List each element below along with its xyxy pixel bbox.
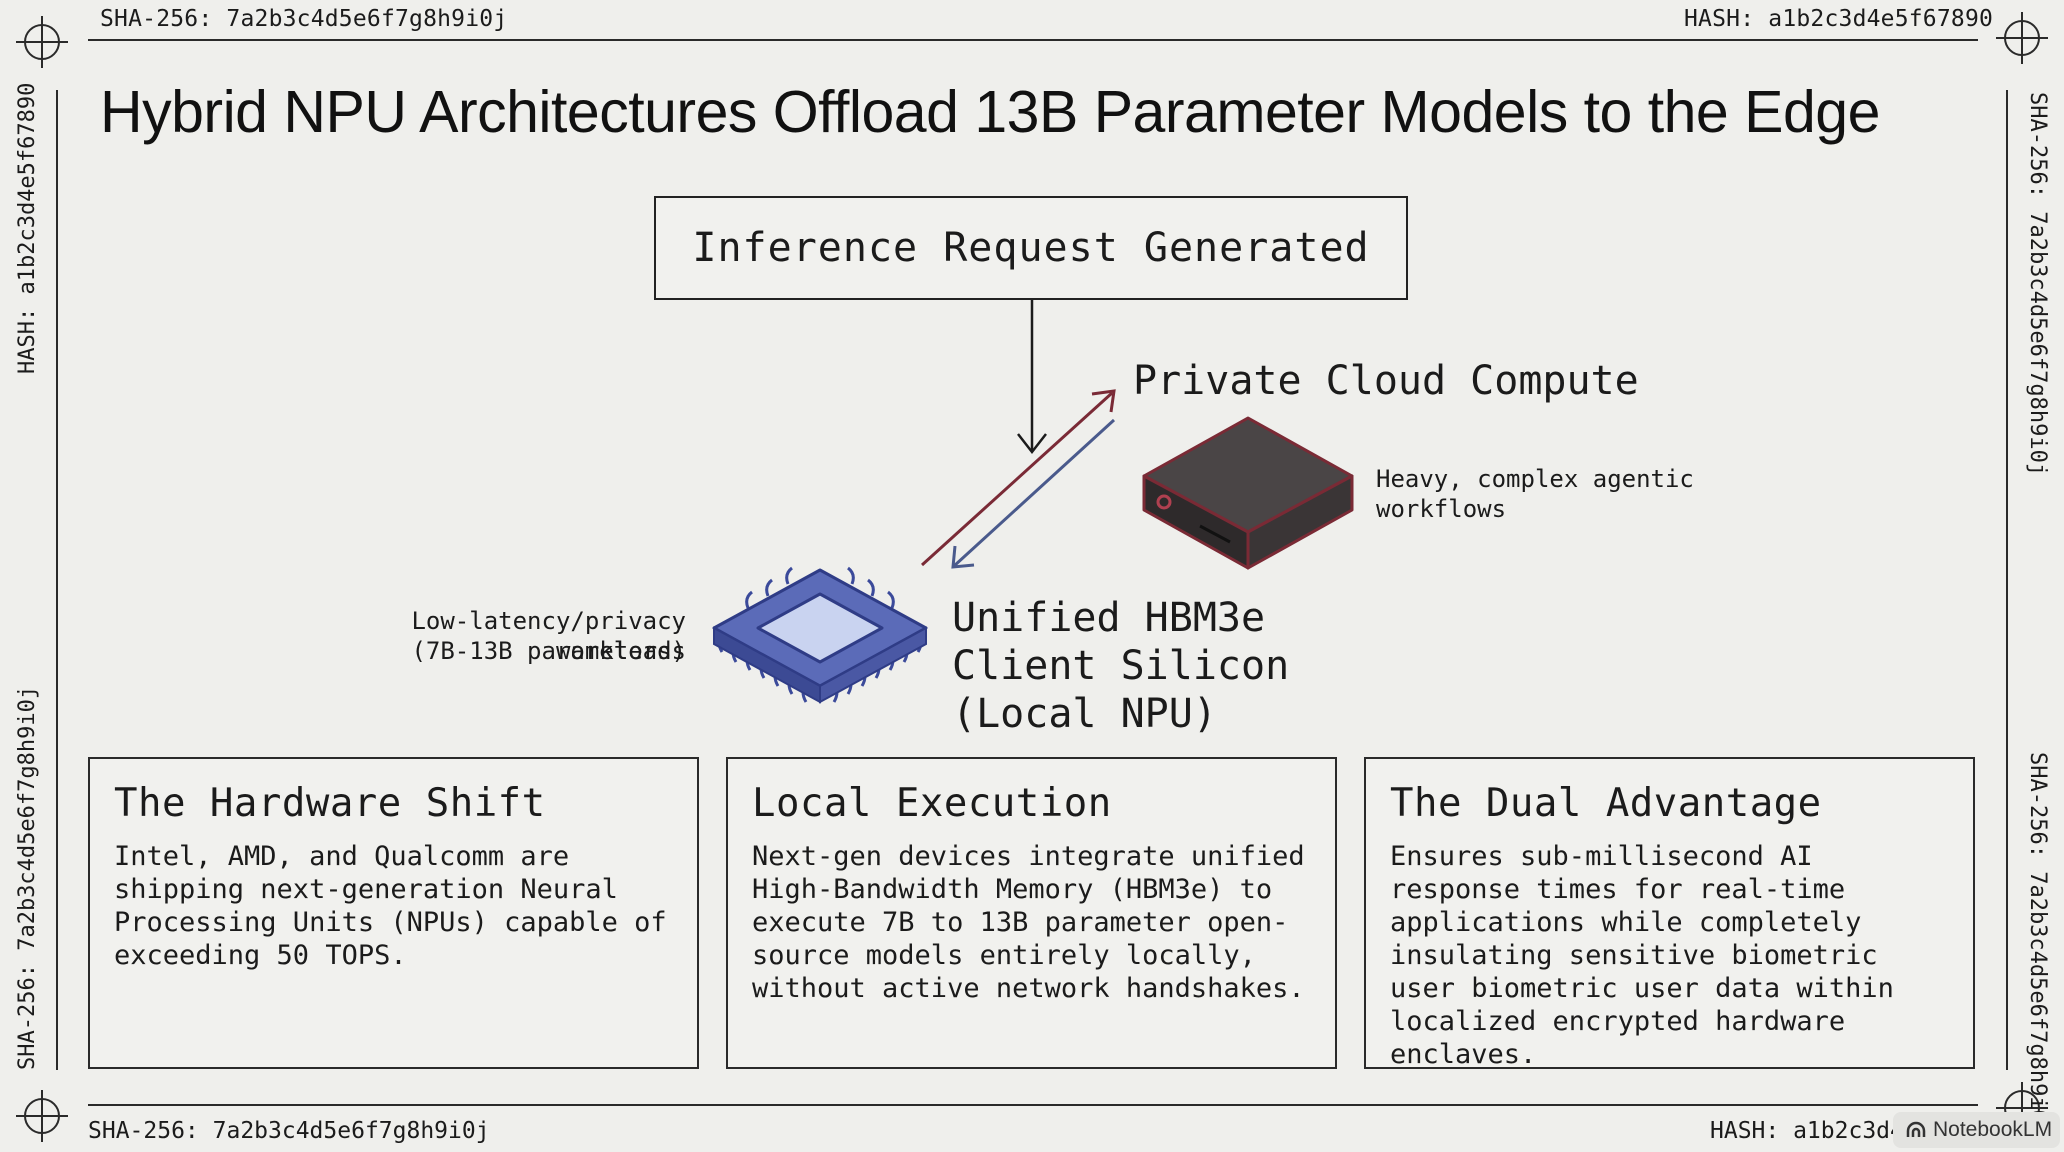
notebooklm-badge[interactable]: NotebookLM [1893, 1112, 2060, 1148]
top-rule [88, 39, 1978, 41]
right-rule [2006, 90, 2008, 1070]
bottom-right-hash: HASH: a1b2c3d4e [1710, 1118, 1918, 1144]
cloud-note: Heavy, complex agentic workflows [1376, 465, 1694, 523]
notebooklm-label: NotebookLM [1933, 1118, 2053, 1141]
card-body: Intel, AMD, and Qualcomm are shipping ne… [114, 841, 667, 971]
notebooklm-logo-icon [1906, 1121, 1926, 1137]
server-icon [1142, 416, 1354, 570]
npu-chip-icon [712, 566, 928, 704]
inference-request-label: Inference Request Generated [692, 225, 1370, 271]
download-arrow [952, 418, 1116, 568]
bottom-rule [88, 1104, 1978, 1106]
top-left-hash: SHA-256: 7a2b3c4d5e6f7g8h9i0j [100, 6, 508, 32]
npu-note-line1: Low-latency/privacy workloads [411, 607, 686, 665]
npu-label: Unified HBM3e Client Silicon (Local NPU) [952, 595, 1290, 737]
left-rule [56, 90, 58, 1070]
card-hardware-shift: The Hardware Shift Intel, AMD, and Qualc… [88, 757, 699, 1069]
upload-arrow [920, 391, 1114, 567]
crosshair-icon-bottom-left [16, 1090, 68, 1142]
upload-arrow-head [1091, 389, 1116, 413]
card-title: The Dual Advantage [1390, 781, 1822, 826]
npu-note-line2: (7B-13B parameters) [411, 637, 686, 665]
card-body: Next-gen devices integrate unified High-… [752, 841, 1305, 1004]
card-local-execution: Local Execution Next-gen devices integra… [726, 757, 1337, 1069]
page-title: Hybrid NPU Architectures Offload 13B Par… [100, 79, 1880, 145]
request-down-arrow-head [1017, 433, 1047, 455]
card-body: Ensures sub-millisecond AI response time… [1390, 841, 1894, 1070]
crosshair-icon-top-right [1996, 12, 2048, 64]
cloud-label: Private Cloud Compute [1133, 358, 1639, 404]
card-dual-advantage: The Dual Advantage Ensures sub-milliseco… [1364, 757, 1975, 1070]
card-title: The Hardware Shift [114, 781, 546, 826]
crosshair-icon-top-left [16, 16, 68, 68]
bottom-left-hash: SHA-256: 7a2b3c4d5e6f7g8h9i0j [88, 1118, 490, 1144]
download-arrow-head [951, 545, 975, 569]
card-title: Local Execution [752, 781, 1112, 826]
inference-request-box: Inference Request Generated [654, 196, 1408, 300]
top-right-hash: HASH: a1b2c3d4e5f67890 [1684, 6, 1994, 32]
